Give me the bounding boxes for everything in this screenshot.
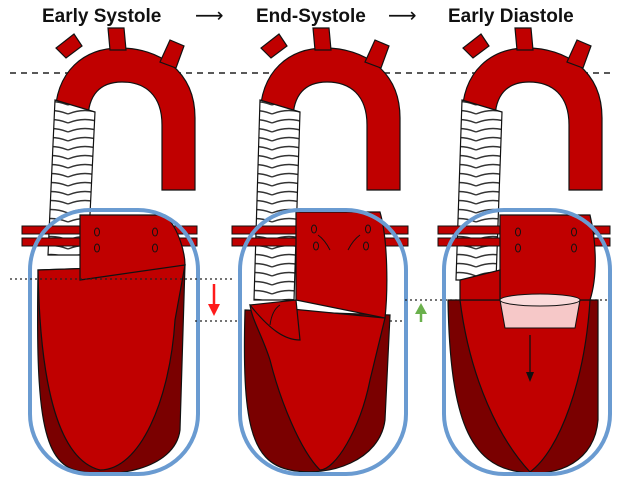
heart-end-systole	[232, 28, 408, 474]
valve-plane-disc	[500, 294, 580, 328]
heart-early-diastole	[438, 28, 610, 474]
green-up-arrow-icon	[415, 303, 427, 322]
heart-early-systole	[22, 28, 198, 474]
red-down-arrow-icon	[208, 284, 220, 316]
